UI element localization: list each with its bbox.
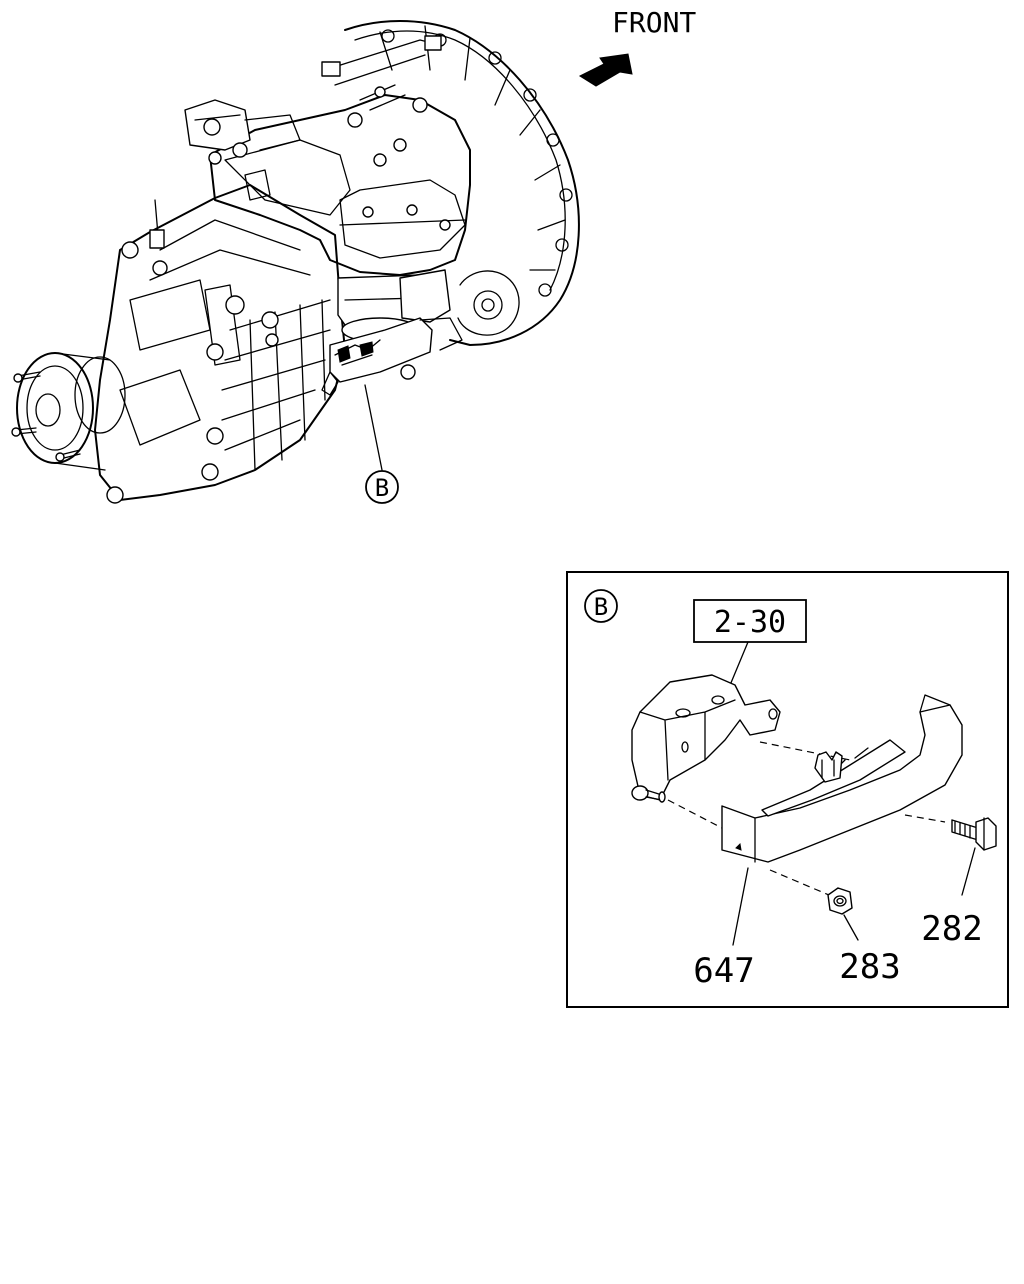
leader-647	[732, 867, 749, 946]
callout-b-leader	[364, 384, 383, 471]
flange-nut-283	[827, 887, 853, 915]
leader-283	[843, 914, 859, 941]
protector-plate-647	[721, 694, 963, 863]
reference-box: 2-30	[693, 599, 807, 643]
leader-282	[961, 847, 976, 896]
part-number-283: 283	[839, 947, 900, 987]
part-number-282: 282	[921, 909, 982, 949]
detail-callout-marker: B	[584, 589, 618, 623]
transmission-assembly	[11, 20, 580, 504]
detail-b-panel: B 2-30	[566, 571, 1009, 1008]
front-label: FRONT	[612, 6, 696, 39]
assembly-guide-lines	[667, 741, 946, 899]
flange-bolt-282	[951, 817, 997, 851]
callout-b-label: B	[375, 474, 389, 502]
callout-b-marker: B	[365, 470, 399, 504]
reference-label: 2-30	[714, 605, 786, 640]
mount-bracket	[631, 674, 781, 803]
detail-callout-label: B	[594, 593, 608, 621]
front-indicator: FRONT	[578, 6, 696, 87]
part-number-647: 647	[693, 951, 754, 991]
front-arrow-icon	[578, 53, 633, 87]
reference-leader	[727, 641, 749, 691]
